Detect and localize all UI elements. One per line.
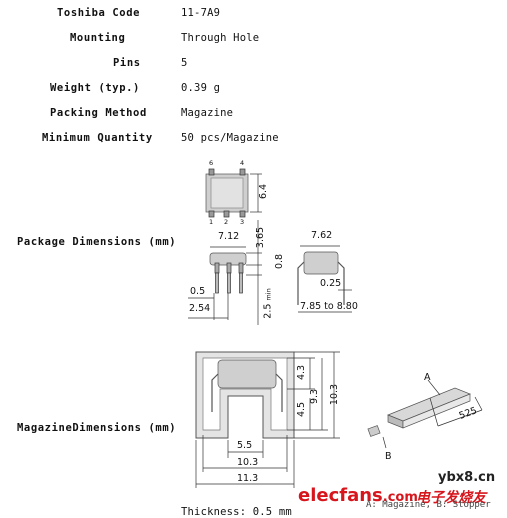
dim-lead-length-unit: min <box>264 288 273 301</box>
pin-label-6: 6 <box>209 159 214 167</box>
magazine-perspective-view <box>367 379 483 449</box>
spec-label-toshiba-code: Toshiba Code <box>57 7 141 19</box>
magazine-legend: A: Magazine, B: Stopper <box>366 500 491 510</box>
package-top-view <box>205 168 262 218</box>
magazine-dimensions-label: MagazineDimensions (mm) <box>17 422 177 434</box>
spec-value-toshiba-code: 11-7A9 <box>181 7 221 19</box>
magazine-thickness: Thickness: 0.5 mm <box>181 506 292 518</box>
spec-label-weight: Weight (typ.) <box>50 82 140 94</box>
spec-label-mounting: Mounting <box>70 32 126 44</box>
dim-body-height: 6.4 <box>258 183 270 200</box>
dim-mag-outer-width: 11.3 <box>237 473 259 484</box>
pin-label-1: 1 <box>209 218 214 226</box>
spec-label-minimum-quantity: Minimum Quantity <box>42 132 153 144</box>
spec-value-mounting: Through Hole <box>181 32 260 44</box>
pin-label-4: 4 <box>240 159 245 167</box>
watermark-brand: elecfans <box>298 485 383 506</box>
dim-pitch: 2.54 <box>189 303 211 314</box>
spec-label-pins: Pins <box>113 57 141 69</box>
dim-mag-opening: 5.5 <box>237 440 253 451</box>
watermark-chinese: 电子发烧友 <box>416 490 486 506</box>
dim-lead-width: 0.5 <box>190 286 206 297</box>
pin-label-2: 2 <box>224 218 229 226</box>
magazine-cross-section <box>195 351 340 488</box>
spec-value-packing-method: Magazine <box>181 107 234 119</box>
watermark-brand-suffix: .com <box>382 490 418 505</box>
dim-mag-outer-height: 10.3 <box>329 383 341 406</box>
watermark-site: ybx8.cn <box>438 470 496 485</box>
dim-mag-inner-mid: 9.3 <box>309 388 321 405</box>
callout-b: B <box>385 451 392 462</box>
dim-row-spacing: 7.62 <box>311 230 333 241</box>
spec-value-minimum-quantity: 50 pcs/Magazine <box>181 132 279 144</box>
dim-lead-thickness: 0.25 <box>320 278 342 289</box>
watermark-brand-block: elecfans.com <box>298 485 418 506</box>
package-side-view <box>297 245 352 313</box>
spec-label-packing-method: Packing Method <box>50 107 147 119</box>
dim-lead-standoff: 0.8 <box>274 253 286 270</box>
dim-mag-inner-top: 4.3 <box>296 364 308 381</box>
dim-lead-length: 2.5 min <box>262 288 274 319</box>
dim-mag-inner-width: 10.3 <box>237 457 259 468</box>
spec-value-weight: 0.39 g <box>181 82 221 94</box>
dim-body-width: 7.12 <box>218 231 240 242</box>
dim-mag-lower: 4.5 <box>296 401 308 418</box>
dim-seated-height: 3.65 <box>255 226 267 249</box>
dim-lead-spread: 7.85 to 8.80 <box>300 301 358 312</box>
callout-a: A <box>424 372 431 383</box>
package-front-view <box>188 220 262 325</box>
pin-label-3: 3 <box>240 218 245 226</box>
package-dimensions-label: Package Dimensions (mm) <box>17 236 177 248</box>
spec-value-pins: 5 <box>181 57 188 69</box>
